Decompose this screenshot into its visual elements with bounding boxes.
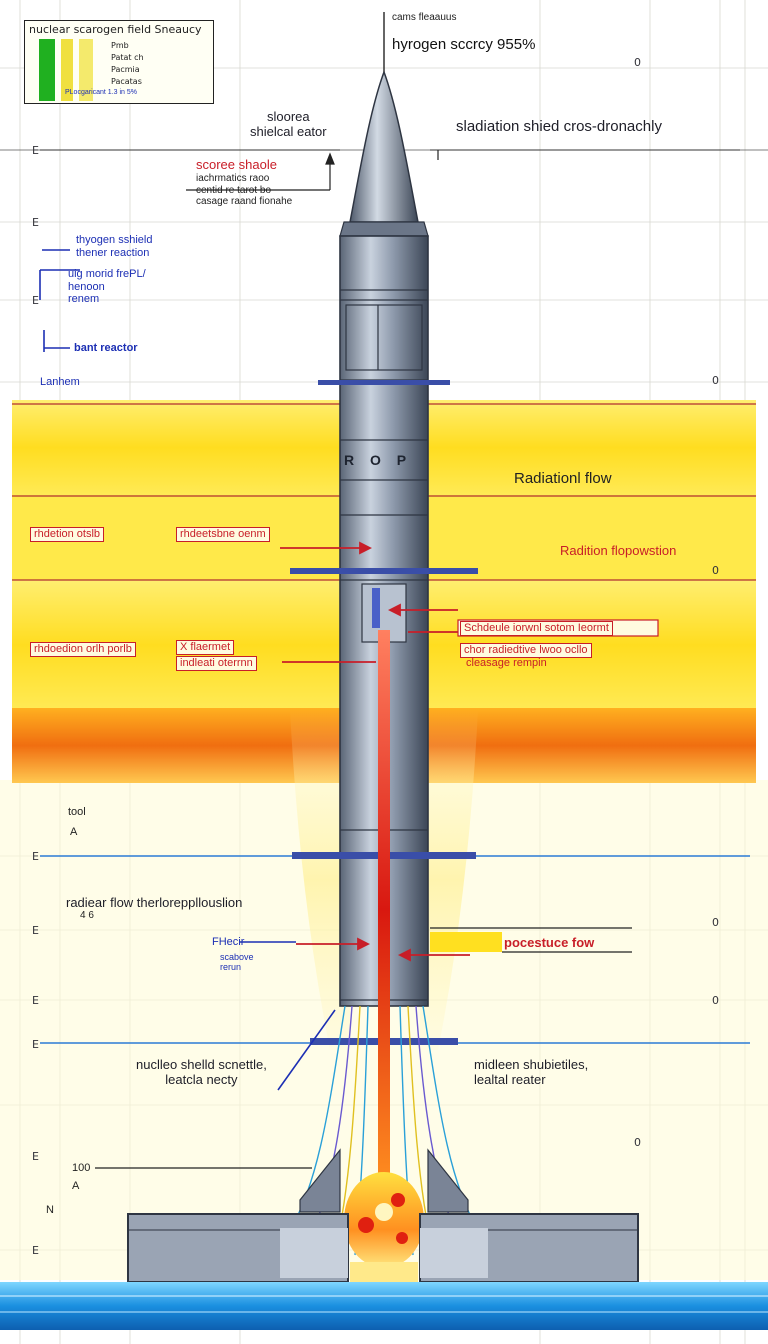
right-tick: 0 <box>712 374 719 387</box>
right-tick: 0 <box>712 564 719 577</box>
right-tick: 0 <box>712 916 719 929</box>
legend-swatch-yellow <box>61 39 73 101</box>
score-shade-label: scoree shaole <box>196 157 277 172</box>
hydrogen-shield-label: thyogen sshield thener reaction <box>76 234 153 259</box>
fin-left <box>299 1148 341 1213</box>
left-tick: E <box>32 216 39 229</box>
tol-marker: tool <box>68 806 86 818</box>
legend-title: nuclear scarogen field Sneaucy <box>29 23 202 36</box>
right-tick: 0 <box>634 1136 641 1149</box>
radiation-propulsion-label: Radition flopowstion <box>560 543 677 558</box>
cleasage-label: cleasage rempin <box>466 657 547 669</box>
midleen-label: midleen shubietiles, lealtal reater <box>474 1057 589 1087</box>
red-arrows <box>280 541 470 962</box>
left-tick: E <box>32 1038 39 1051</box>
blue-arrows <box>39 249 336 1091</box>
nuclear-flow-label: radiear flow therloreppllouslion <box>66 895 243 910</box>
top-caption-main: hyrogen sccrcy 955% <box>392 36 536 53</box>
note-96: 4 6 <box>80 910 94 921</box>
mid-left-label-2: rhdeetsbne oenm <box>176 527 270 542</box>
left-tick: E <box>32 994 39 1007</box>
right-tick: 0 <box>712 994 719 1007</box>
lanthem-label: Lanhem <box>40 376 80 388</box>
indleal-label: indleati oterrnn <box>176 656 257 671</box>
leader-lines <box>95 150 439 1169</box>
score-shade-sub: iachrmatics raoo centid re tarot bo casa… <box>196 173 293 207</box>
top-caption-small: cams fleaauus <box>392 12 457 23</box>
legend-swatch-green <box>39 39 55 101</box>
a-marker-lower: A <box>72 1180 80 1192</box>
left-tick: E <box>32 144 39 157</box>
schedule-label: Schdeule iorwnl sotom Ieormt <box>460 621 613 636</box>
fuel-marks: R O P <box>344 452 413 468</box>
legend-row: Pacmia <box>111 65 140 74</box>
pressure-flow-label: pocestuce fow <box>504 935 595 950</box>
x-thermo-label: X flaermet <box>176 640 235 655</box>
big-model-label: uig morid frePL/ henoon renem <box>68 268 146 306</box>
chor-radiative-label: chor radiedtive lwoo ocllo <box>460 643 592 658</box>
right-tick: 0 <box>634 56 641 69</box>
flame-core <box>378 630 390 1190</box>
left-tick: E <box>32 294 39 307</box>
legend-row: Patat ch <box>111 53 144 62</box>
radiation-flow-label: Radiationl flow <box>514 470 612 487</box>
left-tick: E <box>32 850 39 863</box>
nuclear-shield-bottom-label: nuclleo shelld scnettle, leatcla necty <box>136 1057 267 1087</box>
legend-footer: PLocgaricant 1.3 in 5% <box>65 89 137 96</box>
land-reactor-label: bant reactor <box>74 342 138 354</box>
left-label-3: rhdoedion orlh porlb <box>30 642 136 657</box>
left-tick: E <box>32 1244 39 1257</box>
left-tick: E <box>32 1150 39 1163</box>
mid-left-label-1: rhdetion otslb <box>30 527 105 542</box>
note-100: 100 <box>72 1162 91 1174</box>
legend-row: Pmb <box>111 41 129 50</box>
rocket-nose-cone <box>349 69 419 223</box>
shield-right-title: sladiation shied cros-dronachly <box>456 118 662 135</box>
n-marker: N <box>46 1204 54 1216</box>
water-strip <box>0 1282 768 1330</box>
flow-blue-label-1: FHecir <box>212 936 245 948</box>
legend-box: nuclear scarogen field Sneaucy Pmb Patat… <box>24 20 214 104</box>
a-marker: A <box>70 826 78 838</box>
shield-left-title: sloorea shielcal eator <box>250 109 327 139</box>
legend-row: Pacatas <box>111 77 142 86</box>
left-tick: E <box>32 924 39 937</box>
legend-swatch-pale <box>79 39 93 101</box>
flow-blue-label-2: scabove rerun <box>220 952 254 973</box>
fin-right <box>427 1148 469 1213</box>
